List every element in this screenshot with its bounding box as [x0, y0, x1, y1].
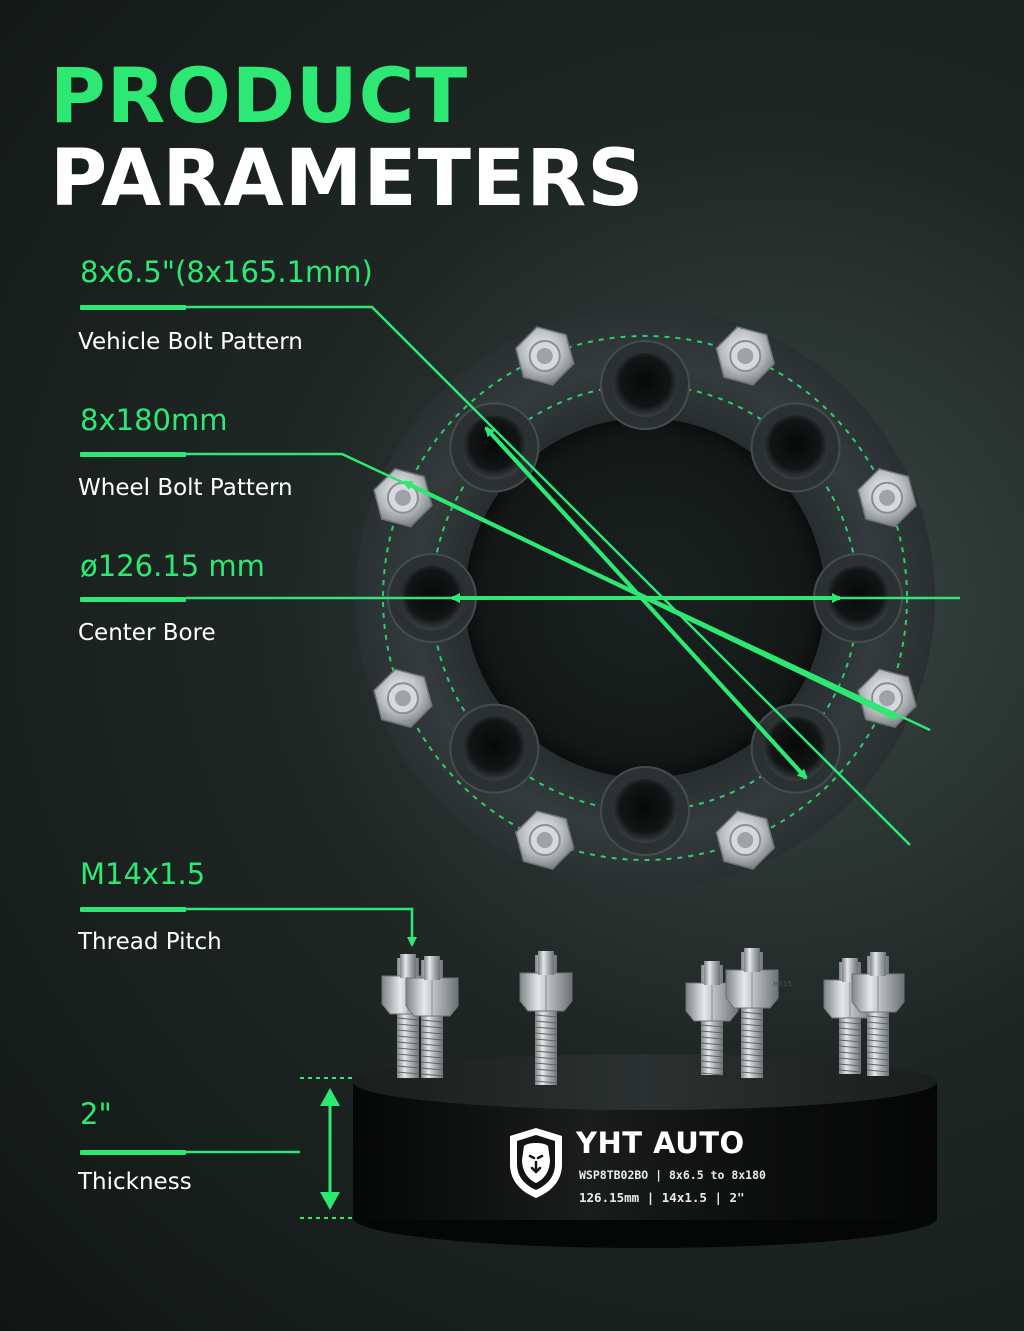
spacer-top-face — [353, 1054, 937, 1110]
side-stud — [851, 952, 905, 1076]
vehicle-bolt-holes — [387, 340, 903, 856]
spacer-spec-line2: 126.15mm | 14x1.5 | 2" — [579, 1190, 745, 1205]
bolt-hole — [750, 402, 841, 493]
header-title-line2: PARAMETERS — [50, 134, 645, 224]
bolt-hole — [600, 340, 690, 430]
spacer-top-view — [355, 308, 935, 888]
spec-label: Thread Pitch — [78, 929, 222, 955]
wheel-studs-side — [381, 948, 905, 1085]
spec-value: 8x6.5"(8x165.1mm) — [80, 255, 373, 289]
spec-underline — [80, 1150, 186, 1155]
bolt-hole — [750, 703, 841, 794]
wheel-stud-nut — [373, 467, 433, 528]
spec-value: M14x1.5 — [80, 857, 206, 891]
spec-underline — [80, 907, 186, 912]
wheel-stud-nut — [715, 810, 776, 870]
leader-wheel-bolt — [186, 452, 931, 732]
brand-name: YHT AUTO — [576, 1126, 745, 1160]
wheel-stud-nut — [514, 326, 575, 386]
spec-label: Wheel Bolt Pattern — [78, 475, 293, 501]
bolt-hole — [600, 766, 690, 856]
lion-head-shield-icon — [510, 1128, 562, 1198]
spec-underline — [80, 452, 186, 457]
spec-label: Center Bore — [78, 620, 216, 646]
wheel-stud-nut — [514, 810, 575, 870]
thickness-arrow-top-icon — [320, 1088, 340, 1106]
wheel-stud-nut — [715, 326, 776, 386]
header-title-line1: PRODUCT — [50, 51, 469, 140]
spacer-spec-line1: WSP8TB02BO | 8x6.5 to 8x180 — [579, 1168, 766, 1182]
side-stud — [725, 948, 779, 1078]
thickness-arrow-bottom-icon — [320, 1192, 340, 1210]
spec-underline — [80, 597, 186, 602]
bolt-hole — [449, 703, 540, 794]
nut-marking: HX15 — [773, 980, 792, 988]
bolt-hole — [449, 402, 540, 493]
wheel-stud-nut — [857, 467, 917, 528]
side-stud — [405, 956, 459, 1078]
spec-value: 2" — [80, 1097, 112, 1131]
spec-value: ø126.15 mm — [80, 549, 265, 583]
side-stud — [519, 951, 573, 1085]
spec-label: Vehicle Bolt Pattern — [78, 329, 303, 355]
spec-underline — [80, 305, 186, 310]
side-stud — [685, 961, 739, 1076]
spec-label: Thickness — [78, 1169, 192, 1195]
wheel-studs-top — [373, 326, 917, 870]
leader-thread-pitch — [186, 907, 417, 947]
spacer-side-view: HX15 — [300, 948, 937, 1248]
leader-vehicle-bolt — [186, 305, 911, 846]
spec-value: 8x180mm — [80, 403, 228, 437]
vehicle-bolt-arrow-b — [484, 426, 808, 780]
measurement-lines — [186, 305, 960, 1154]
wheel-stud-nut — [373, 668, 433, 729]
